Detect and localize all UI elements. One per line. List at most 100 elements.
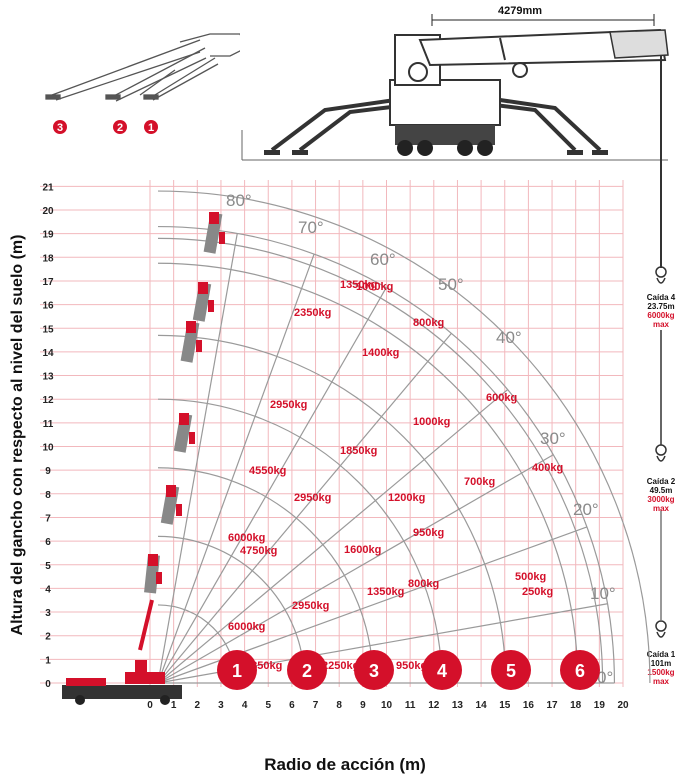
load-label: 6000kg xyxy=(228,621,265,633)
load-label: 1350kg xyxy=(367,586,404,598)
boom-marker-3: 3 xyxy=(369,661,379,681)
radius-arc xyxy=(157,237,604,684)
hook-labels: Caída 4 23.75m 6000kg max Caída 2 49.5m … xyxy=(647,293,676,686)
x-tick-label: 3 xyxy=(218,700,224,711)
load-label: 2950kg xyxy=(292,600,329,612)
load-label: 1000kg xyxy=(356,281,393,293)
boom-silhouettes xyxy=(62,212,225,705)
y-tick-label: 21 xyxy=(42,182,54,193)
sketch-marker-3: 3 xyxy=(57,122,63,134)
load-label: 6000kg xyxy=(228,532,265,544)
load-label: 800kg xyxy=(413,317,444,329)
hook-2-max: 3000kg xyxy=(647,495,674,504)
hook-4-max: 6000kg xyxy=(647,311,674,320)
x-tick-label: 19 xyxy=(594,700,606,711)
angle-ray xyxy=(157,287,387,684)
hook-1-length: 101m xyxy=(651,659,671,668)
load-label: 1000kg xyxy=(413,416,450,428)
radius-arc xyxy=(157,467,374,684)
load-label: 1200kg xyxy=(388,492,425,504)
angle-labels: 80° 70° 60° 50° 40° 30° 20° 10° 0° xyxy=(226,191,616,687)
x-tick-label: 7 xyxy=(313,700,319,711)
x-tick-label: 20 xyxy=(617,700,629,711)
radius-arc xyxy=(157,398,443,684)
boom-sketch-markers: 3 2 1 xyxy=(53,120,158,134)
load-label: 2250kg xyxy=(322,660,359,672)
angle-ray xyxy=(157,332,452,684)
radius-arc xyxy=(157,225,616,684)
load-label: 250kg xyxy=(522,586,553,598)
y-axis-title: Altura del gancho con respecto al nivel … xyxy=(9,235,26,636)
x-axis-title: Radio de acción (m) xyxy=(264,755,426,774)
load-label: 700kg xyxy=(464,476,495,488)
x-tick-label: 13 xyxy=(452,700,464,711)
y-tick-label: 9 xyxy=(45,466,51,477)
hook-1-caida: Caída 1 xyxy=(647,650,676,659)
x-tick-label: 2 xyxy=(195,700,201,711)
chart-arcs xyxy=(157,190,651,684)
y-tick-label: 1 xyxy=(45,655,51,666)
angle-50: 50° xyxy=(438,275,464,294)
y-tick-label: 17 xyxy=(42,277,54,288)
angle-ray xyxy=(157,389,509,684)
y-tick-label: 14 xyxy=(42,348,54,359)
x-tick-label: 15 xyxy=(499,700,511,711)
radius-arc xyxy=(157,190,651,684)
boom-marker-2: 2 xyxy=(302,661,312,681)
sketch-marker-1: 1 xyxy=(148,122,154,134)
load-label: 800kg xyxy=(408,578,439,590)
x-tick-label: 1 xyxy=(171,700,177,711)
y-tick-label: 16 xyxy=(42,301,54,312)
boom-marker-4: 4 xyxy=(437,661,447,681)
load-label: 2950kg xyxy=(270,399,307,411)
y-tick-label: 15 xyxy=(42,324,54,335)
dimension-label: 4279mm xyxy=(498,5,542,17)
boom-sketch xyxy=(45,33,247,102)
x-tick-label: 18 xyxy=(570,700,582,711)
y-tick-label: 7 xyxy=(45,513,51,524)
hook-2-caida: Caída 2 xyxy=(647,477,676,486)
load-label: 2950kg xyxy=(294,492,331,504)
hook-4-caida: Caída 4 xyxy=(647,293,676,302)
angle-80: 80° xyxy=(226,191,252,210)
load-label: 600kg xyxy=(486,392,517,404)
chart-grid xyxy=(40,179,624,687)
angle-ray xyxy=(157,454,554,684)
hook-1-max: 1500kg xyxy=(647,668,674,677)
sketch-marker-2: 2 xyxy=(117,122,123,134)
y-tick-label: 8 xyxy=(45,490,51,501)
y-tick-label: 19 xyxy=(42,230,54,241)
y-tick-label: 20 xyxy=(42,206,54,217)
x-tick-label: 17 xyxy=(546,700,558,711)
hook-4-maxword: max xyxy=(653,320,670,329)
y-tick-label: 6 xyxy=(45,537,51,548)
y-tick-label: 0 xyxy=(45,679,51,690)
x-tick-label: 14 xyxy=(476,700,488,711)
boom-marker-5: 5 xyxy=(506,661,516,681)
angle-0: 0° xyxy=(597,668,613,687)
y-tick-label: 12 xyxy=(42,395,54,406)
x-tick-label: 16 xyxy=(523,700,535,711)
y-tick-label: 2 xyxy=(45,632,51,643)
load-label: 1400kg xyxy=(362,347,399,359)
boom-marker-6: 6 xyxy=(575,661,585,681)
angle-30: 30° xyxy=(540,429,566,448)
radius-arc xyxy=(157,334,507,684)
y-tick-label: 11 xyxy=(43,419,54,430)
y-tick-label: 3 xyxy=(45,608,51,619)
y-tick-label: 10 xyxy=(42,443,54,454)
load-label: 1850kg xyxy=(340,445,377,457)
hook-column xyxy=(655,55,667,638)
y-tick-label: 5 xyxy=(45,561,51,572)
x-tick-label: 11 xyxy=(405,700,416,711)
angle-60: 60° xyxy=(370,250,396,269)
hook-2-maxword: max xyxy=(653,504,670,513)
load-label: 950kg xyxy=(396,660,427,672)
angle-ray xyxy=(157,233,238,684)
x-tick-label: 6 xyxy=(289,700,295,711)
boom-marker-1: 1 xyxy=(232,661,242,681)
load-label: 950kg xyxy=(413,527,444,539)
